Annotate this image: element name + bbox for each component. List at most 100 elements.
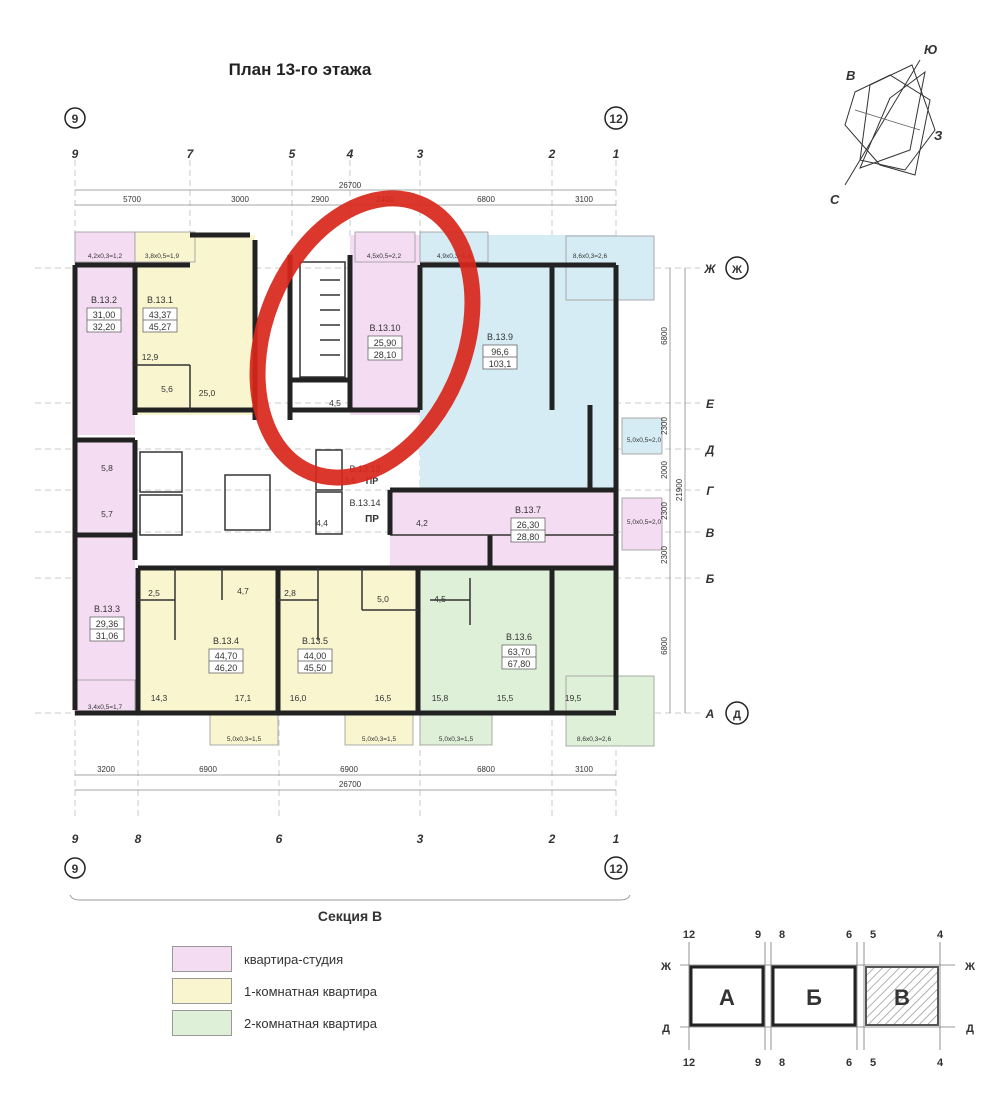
- dim: 3000: [231, 195, 249, 204]
- key-axis: 12: [683, 1057, 695, 1069]
- dim: 3200: [97, 765, 115, 774]
- room-area: 2,5: [148, 588, 160, 598]
- balcony-labels: 4,2х0,3=1,2 3,8х0,5=1,9 4,5х0,5=2,2 4,9х…: [88, 253, 662, 743]
- balcony-label: 5,0х0,3=1,5: [227, 736, 262, 743]
- dim: 6800: [477, 765, 495, 774]
- axis-corner-left: 9: [72, 862, 79, 876]
- dim: 3100: [575, 765, 593, 774]
- legend-item-studio: квартира-студия: [172, 946, 377, 972]
- apartment-area-living: 44,70: [215, 651, 238, 661]
- axis-label: 5: [289, 147, 296, 161]
- legend-item-two-room: 2-комнатная квартира: [172, 1010, 377, 1036]
- apartment-id: В.13.6: [506, 632, 532, 642]
- dim-total-bottom: 26700: [339, 780, 362, 789]
- room-area: 16,0: [290, 693, 307, 703]
- apartment-id: В.13.5: [302, 636, 328, 646]
- dim: 2000: [660, 461, 669, 479]
- axis-label: 6: [276, 832, 283, 846]
- key-section: Б: [806, 985, 822, 1010]
- axis-label: Е: [706, 397, 715, 411]
- key-row: Ж: [660, 961, 671, 973]
- room-area: 4,2: [416, 518, 428, 528]
- axis-label: 4: [346, 147, 354, 161]
- key-axis: 6: [846, 1057, 852, 1069]
- axis-label: 9: [72, 832, 79, 846]
- key-axis: 9: [755, 1057, 761, 1069]
- highlight-circle: [249, 190, 481, 486]
- key-row: Д: [966, 1023, 974, 1035]
- key-axis: 9: [755, 929, 761, 941]
- apartment-area-living: 26,30: [517, 520, 540, 530]
- key-row: Ж: [964, 961, 975, 973]
- dim: 5700: [123, 195, 141, 204]
- apartment-id: В.13.10: [369, 323, 400, 333]
- room-area: 5,6: [161, 384, 173, 394]
- key-axis: 4: [937, 1057, 944, 1069]
- balcony-label: 5,0х0,3=1,5: [362, 736, 397, 743]
- dim: 2300: [660, 546, 669, 564]
- axis-label: А: [705, 707, 715, 721]
- dim: 6800: [660, 327, 669, 345]
- balcony-label: 8,6х0,3=2,6: [573, 253, 608, 260]
- dim: 2300: [660, 417, 669, 435]
- room-area: 4,5: [329, 398, 341, 408]
- legend-swatch: [172, 946, 232, 972]
- room-area: 25,0: [199, 388, 216, 398]
- dim: 6800: [660, 637, 669, 655]
- apartment-area-living: 96,6: [491, 347, 509, 357]
- axes-right: Ж Ж Е Д Г В Б А Д: [703, 256, 749, 725]
- apartment-area-living: 63,70: [508, 647, 531, 657]
- room-area: 12,9: [142, 352, 159, 362]
- apartment-area-total: 28,80: [517, 532, 540, 542]
- axis-circle: Ж: [731, 264, 742, 276]
- dim: 6900: [199, 765, 217, 774]
- axis-label: Г: [706, 484, 714, 498]
- room-area: 4,7: [237, 586, 249, 596]
- apartment-id: В.13.2: [91, 295, 117, 305]
- axis-label: 2: [548, 832, 556, 846]
- apartment-area-total: 103,1: [489, 359, 512, 369]
- apartment-tag: ПР: [366, 476, 378, 486]
- legend-swatch: [172, 1010, 232, 1036]
- key-axis: 8: [779, 929, 785, 941]
- room-area: 14,3: [151, 693, 168, 703]
- apartment-id: В.13.3: [94, 604, 120, 614]
- walls: [72, 232, 619, 716]
- balcony-label: 4,5х0,5=2,2: [367, 253, 402, 260]
- apartment-area-total: 32,20: [93, 322, 116, 332]
- compass-rose: В Ю З С: [830, 42, 943, 207]
- balcony-label: 3,8х0,5=1,9: [145, 253, 180, 260]
- balcony-label: 8,6х0,3=2,6: [577, 736, 612, 743]
- key-axis: 6: [846, 929, 852, 941]
- axis-corner-right: 12: [609, 862, 623, 876]
- dim-total-top: 26700: [339, 181, 362, 190]
- axis-label: 1: [613, 832, 620, 846]
- legend-label: квартира-студия: [244, 951, 344, 967]
- axes-top: 9 12 9 7 5 4 3 2 1: [64, 106, 628, 161]
- dim: 2300: [660, 502, 669, 520]
- apartment-id: В.13.14: [349, 498, 380, 508]
- apartment-area-living: 43,37: [149, 310, 172, 320]
- room-area: 15,8: [432, 693, 449, 703]
- axis-label: 7: [187, 147, 195, 161]
- legend-label: 2-комнатная квартира: [244, 1015, 377, 1031]
- axis-label: В: [706, 526, 715, 540]
- room-area: 4,5: [434, 594, 446, 604]
- dim: 6800: [477, 195, 495, 204]
- key-axis: 5: [870, 1057, 876, 1069]
- axis-label: Д: [705, 443, 715, 457]
- room-area: 5,0: [377, 594, 389, 604]
- room-area: 19,5: [565, 693, 582, 703]
- axis-circle: Д: [733, 709, 741, 721]
- dim: 6900: [340, 765, 358, 774]
- room-area: 5,7: [101, 509, 113, 519]
- apartment-area-total: 67,80: [508, 659, 531, 669]
- legend: квартира-студия 1-комнатная квартира 2-к…: [172, 946, 377, 1042]
- apartment-id: В.13.9: [487, 332, 513, 342]
- balcony-label: 5,0х0,5=2,0: [627, 519, 662, 526]
- balcony-label: 5,0х0,3=1,5: [439, 736, 474, 743]
- legend-swatch: [172, 978, 232, 1004]
- dims-bottom: 3200 6900 6900 6800 3100 26700: [75, 765, 616, 791]
- apartment-area-total: 45,50: [304, 663, 327, 673]
- compass-north: С: [830, 192, 840, 207]
